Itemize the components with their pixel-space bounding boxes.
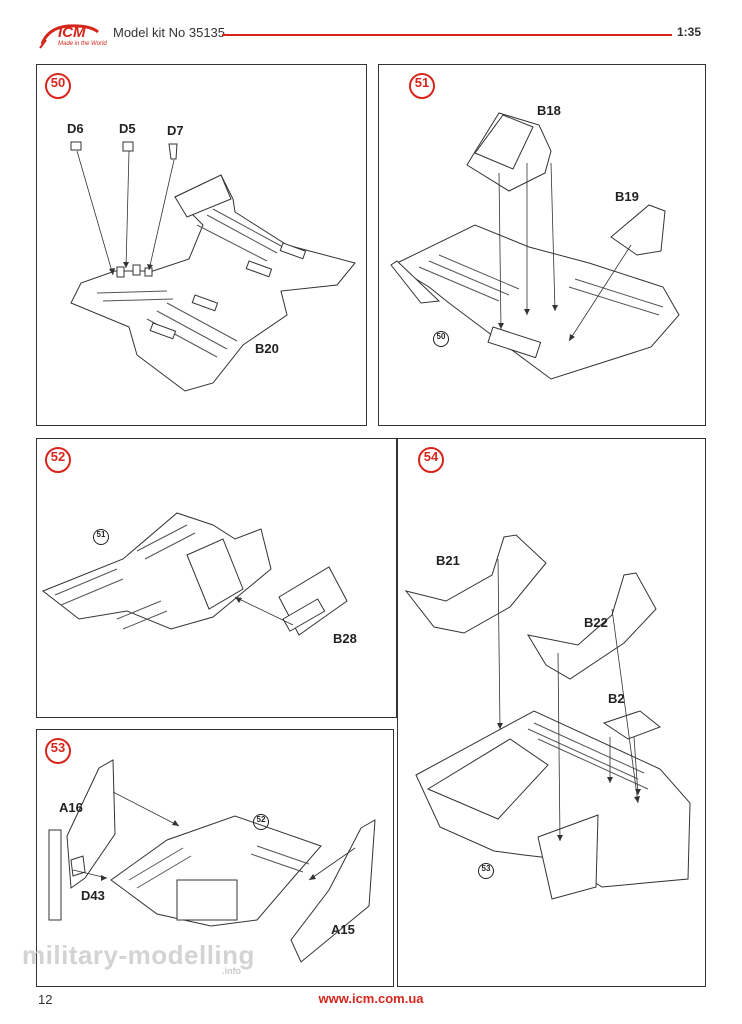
part-label-d43: D43 — [81, 888, 105, 903]
step-ref-badge: 50 — [433, 331, 449, 347]
footer-website-link[interactable]: www.icm.com.ua — [318, 991, 424, 1006]
floor-assembly — [391, 224, 680, 380]
part-label-b19: B19 — [615, 189, 639, 204]
step-number-badge: 53 — [45, 738, 71, 764]
part-label-b21: B21 — [436, 553, 460, 568]
step-number-badge: 50 — [45, 73, 71, 99]
part-label-b28: B28 — [333, 631, 357, 646]
step-53-drawing — [48, 759, 376, 963]
header-rule — [222, 34, 672, 36]
watermark-suffix: .info — [222, 966, 241, 976]
part-label-b20: B20 — [255, 341, 279, 356]
floor-assembly — [110, 815, 322, 927]
step-51-panel: 51 B18 B19 50 — [378, 64, 706, 426]
part-d7 — [168, 143, 178, 160]
part-d43 — [70, 855, 86, 877]
step-ref-badge: 52 — [253, 814, 269, 830]
part-d6 — [70, 141, 82, 151]
part-label-b18: B18 — [537, 103, 561, 118]
step-ref-badge: 51 — [93, 529, 109, 545]
brand-tagline: Made in the World — [58, 41, 107, 47]
step-50-drawing — [70, 141, 356, 392]
floor-assembly — [42, 512, 272, 630]
step-51-drawing — [390, 112, 680, 380]
step-ref-badge: 53 — [478, 863, 494, 879]
kit-title: Model kit No 35135 — [113, 25, 226, 40]
part-label-b2: B2 — [608, 691, 625, 706]
floor-b20 — [70, 174, 356, 392]
kit-scale: 1:35 — [677, 25, 702, 39]
brand-name: ICM — [58, 24, 86, 41]
part-b21 — [404, 534, 547, 634]
step-52-drawing — [42, 512, 348, 636]
part-a15 — [290, 819, 376, 963]
part-label-d5: D5 — [119, 121, 136, 136]
step-number-badge: 51 — [409, 73, 435, 99]
step-50-panel: 50 D6 D5 D7 B20 — [36, 64, 367, 426]
step-54-drawing — [404, 534, 691, 900]
part-label-a15: A15 — [331, 922, 355, 937]
part-label-b22: B22 — [584, 615, 608, 630]
part-label-d6: D6 — [67, 121, 84, 136]
part-d5 — [122, 141, 134, 152]
part-label-a16: A16 — [59, 800, 83, 815]
part-a16 — [66, 759, 116, 889]
part-b2 — [602, 710, 661, 740]
step-number-badge: 54 — [418, 447, 444, 473]
step-number-badge: 52 — [45, 447, 71, 473]
watermark-text: military-modelling — [22, 940, 255, 970]
page-number: 12 — [38, 992, 53, 1007]
part-label-d7: D7 — [167, 123, 184, 138]
step-54-panel: 54 B21 B22 B2 53 — [397, 438, 706, 987]
step-53-panel: 53 A16 52 D43 A15 — [36, 729, 394, 987]
page-header: ICM Made in the World Model kit No 35135… — [0, 0, 742, 60]
step-52-panel: 52 51 B28 — [36, 438, 397, 718]
part-b19 — [610, 204, 666, 256]
icm-logo — [39, 24, 99, 49]
